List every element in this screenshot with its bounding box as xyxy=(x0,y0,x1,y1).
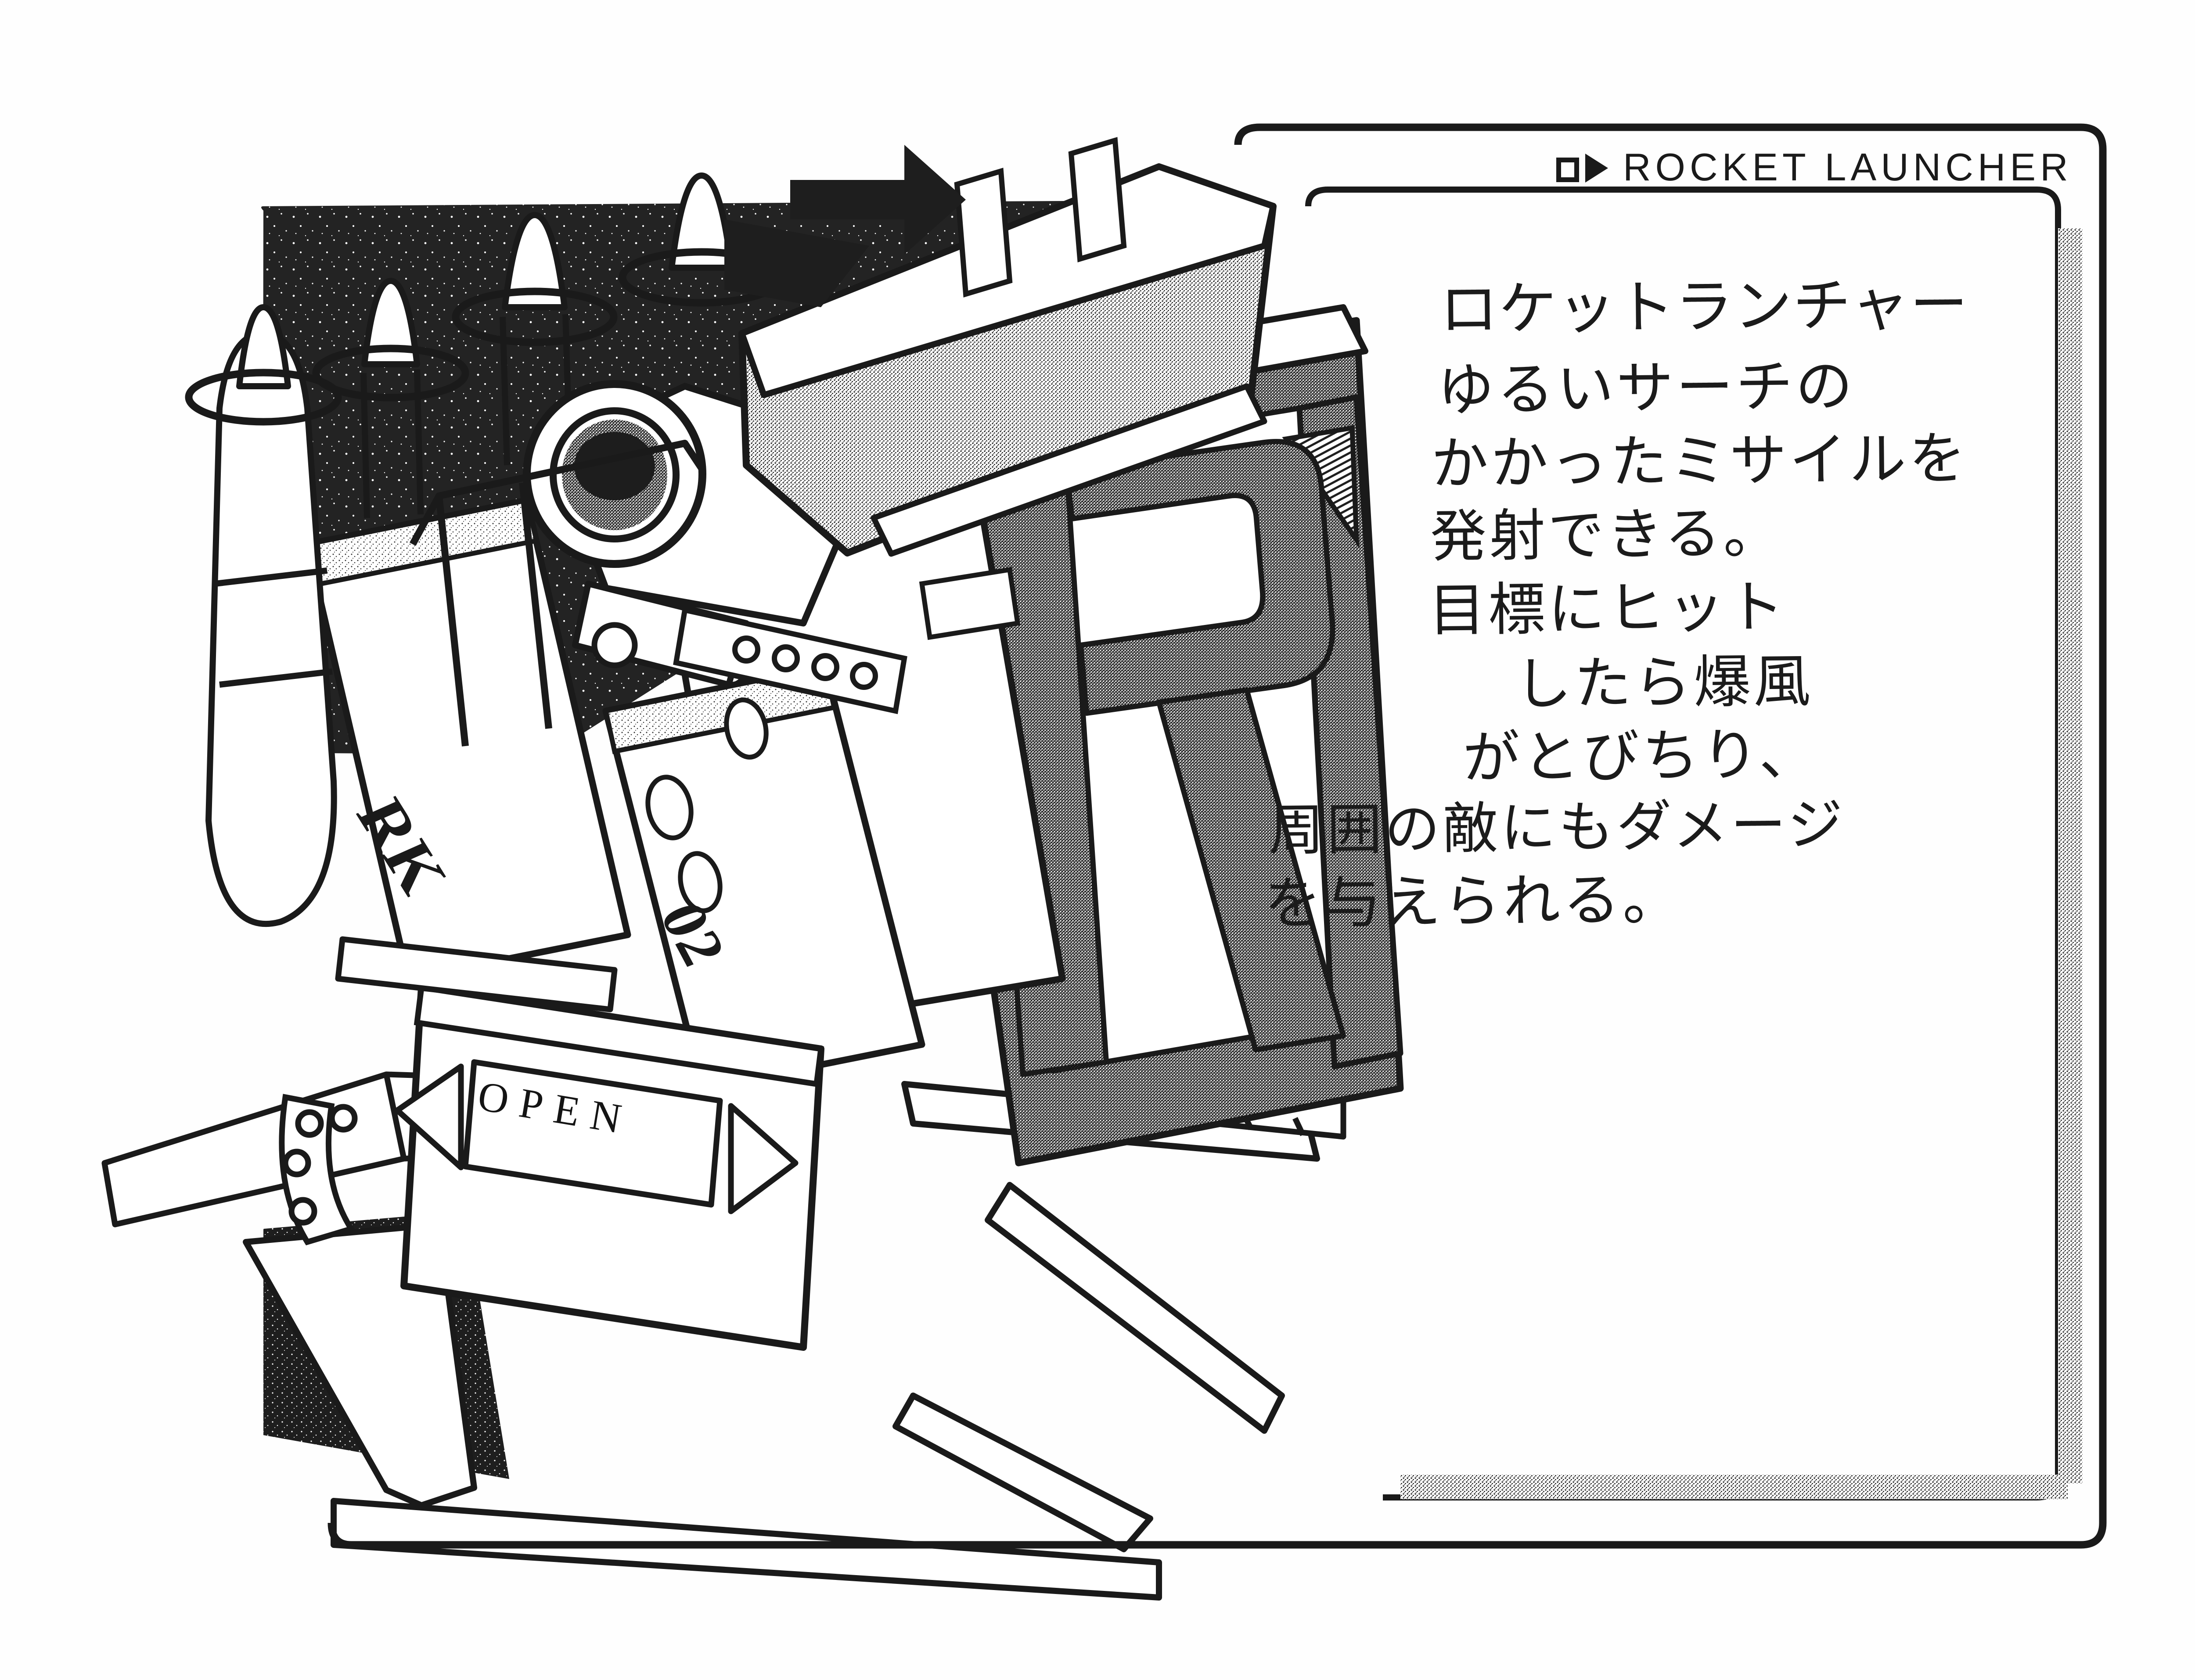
description-line-1: ロケットランチャー xyxy=(1439,270,1969,344)
handrail-frame xyxy=(409,440,705,747)
description-line-6: したら爆風 xyxy=(1514,647,1814,718)
description-line-9: を与えられる。 xyxy=(1264,866,1683,937)
open-hatch-box[interactable] xyxy=(394,984,824,1351)
callout-panel-border xyxy=(327,123,2107,1549)
callout-description: ロケットランチャー ゆるいサーチの かかったミサイルを 発射できる。 目標にヒッ… xyxy=(1264,270,2090,949)
description-line-7: がとびちり、 xyxy=(1462,721,1819,791)
left-ledge xyxy=(335,936,618,1012)
description-line-5: 目標にヒット xyxy=(1428,573,1787,644)
missile-rack xyxy=(185,172,784,927)
description-line-4: 発射できる。 xyxy=(1430,500,1783,570)
panel-title: ROCKET LAUNCHER xyxy=(1556,145,2073,190)
upper-gun-housing xyxy=(738,137,1277,557)
right-triangle-glyph-icon xyxy=(1585,154,1608,183)
description-line-8: 周囲の敵にもダメージ xyxy=(1268,792,1846,863)
hatch-arrow-left-icon xyxy=(394,1063,464,1170)
hinge-bolt-strip xyxy=(673,607,907,714)
square-outline-glyph-icon xyxy=(1556,158,1579,182)
direction-arrow-icon xyxy=(724,145,966,307)
description-line-2: ゆるいサーチの xyxy=(1437,352,1856,424)
bolt-arc-bracket xyxy=(279,1094,358,1246)
launcher-barrel xyxy=(523,380,882,688)
description-line-3: かかったミサイルを xyxy=(1431,425,1969,497)
panel-title-text: ROCKET LAUNCHER xyxy=(1623,145,2073,189)
hatch-arrow-right-icon xyxy=(728,1103,799,1214)
